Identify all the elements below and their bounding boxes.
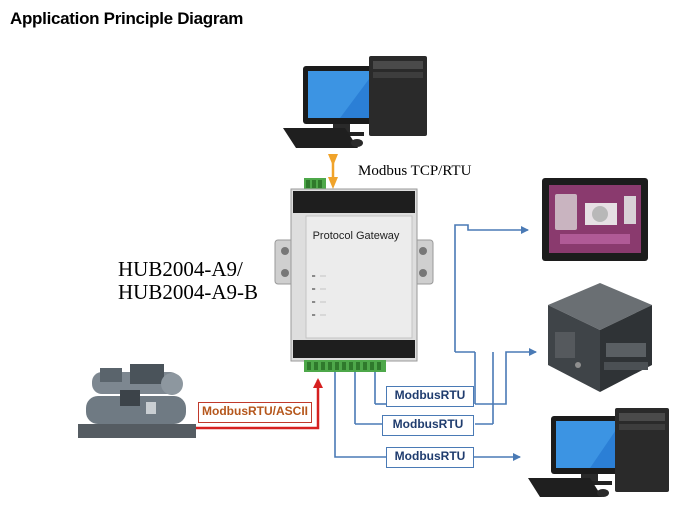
top-computer-icon xyxy=(283,56,427,148)
protocol-gateway-device-icon xyxy=(274,178,434,372)
gateway-panel-label: Protocol Gateway xyxy=(313,230,400,242)
bottom-computer-icon xyxy=(528,408,669,497)
input-link xyxy=(196,378,323,430)
page-title: Application Principle Diagram xyxy=(10,9,244,28)
model-line-1: HUB2004-A9/ xyxy=(118,257,243,281)
upstream-protocol-label: Modbus TCP/RTU xyxy=(358,163,472,179)
link-to-hmi xyxy=(454,224,529,352)
input-protocol-label: ModbusRTU/ASCII xyxy=(198,402,312,423)
output-protocol-label-3: ModbusRTU xyxy=(386,447,474,468)
hmi-touch-panel-icon xyxy=(542,178,648,261)
plc-controller-icon xyxy=(548,283,652,392)
output-protocol-label-2: ModbusRTU xyxy=(382,415,474,436)
output-links xyxy=(334,224,537,461)
device-model-label: HUB2004-A9/ HUB2004-A9-B xyxy=(118,258,258,304)
model-line-2: HUB2004-A9-B xyxy=(118,280,258,304)
industrial-chiller-icon xyxy=(78,364,196,438)
output-protocol-label-1: ModbusRTU xyxy=(386,386,474,407)
link-to-plc xyxy=(475,348,537,405)
